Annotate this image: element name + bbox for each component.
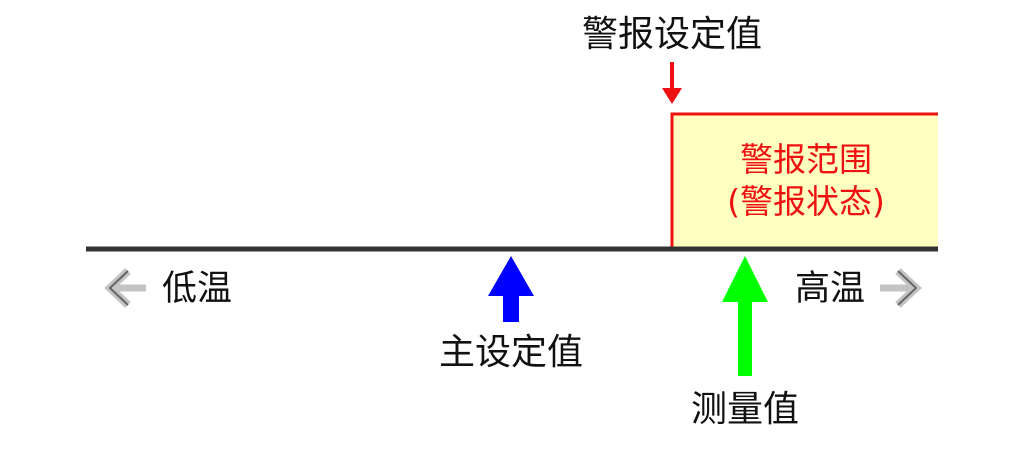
main-setpoint-up-arrow-icon [488,256,534,322]
alarm-range-region [672,114,938,248]
high-temp-label: 高温 [795,269,865,309]
alarm-state-note: (警报状态) [727,182,885,221]
measured-value-up-arrow-icon [722,256,768,376]
alarm-range-border [670,112,938,248]
alarm-setpoint-down-arrow-icon [662,62,682,104]
low-temp-label: 低温 [162,269,232,309]
measured-value-label: 测量值 [691,389,799,430]
alarm-range-title: 警报范围 [740,140,872,179]
low-direction-left-arrow-icon [104,268,146,308]
main-setpoint-label: 主设定值 [439,332,583,373]
high-direction-right-arrow-icon [880,268,922,308]
alarm-setpoint-label: 警报设定值 [582,14,762,55]
